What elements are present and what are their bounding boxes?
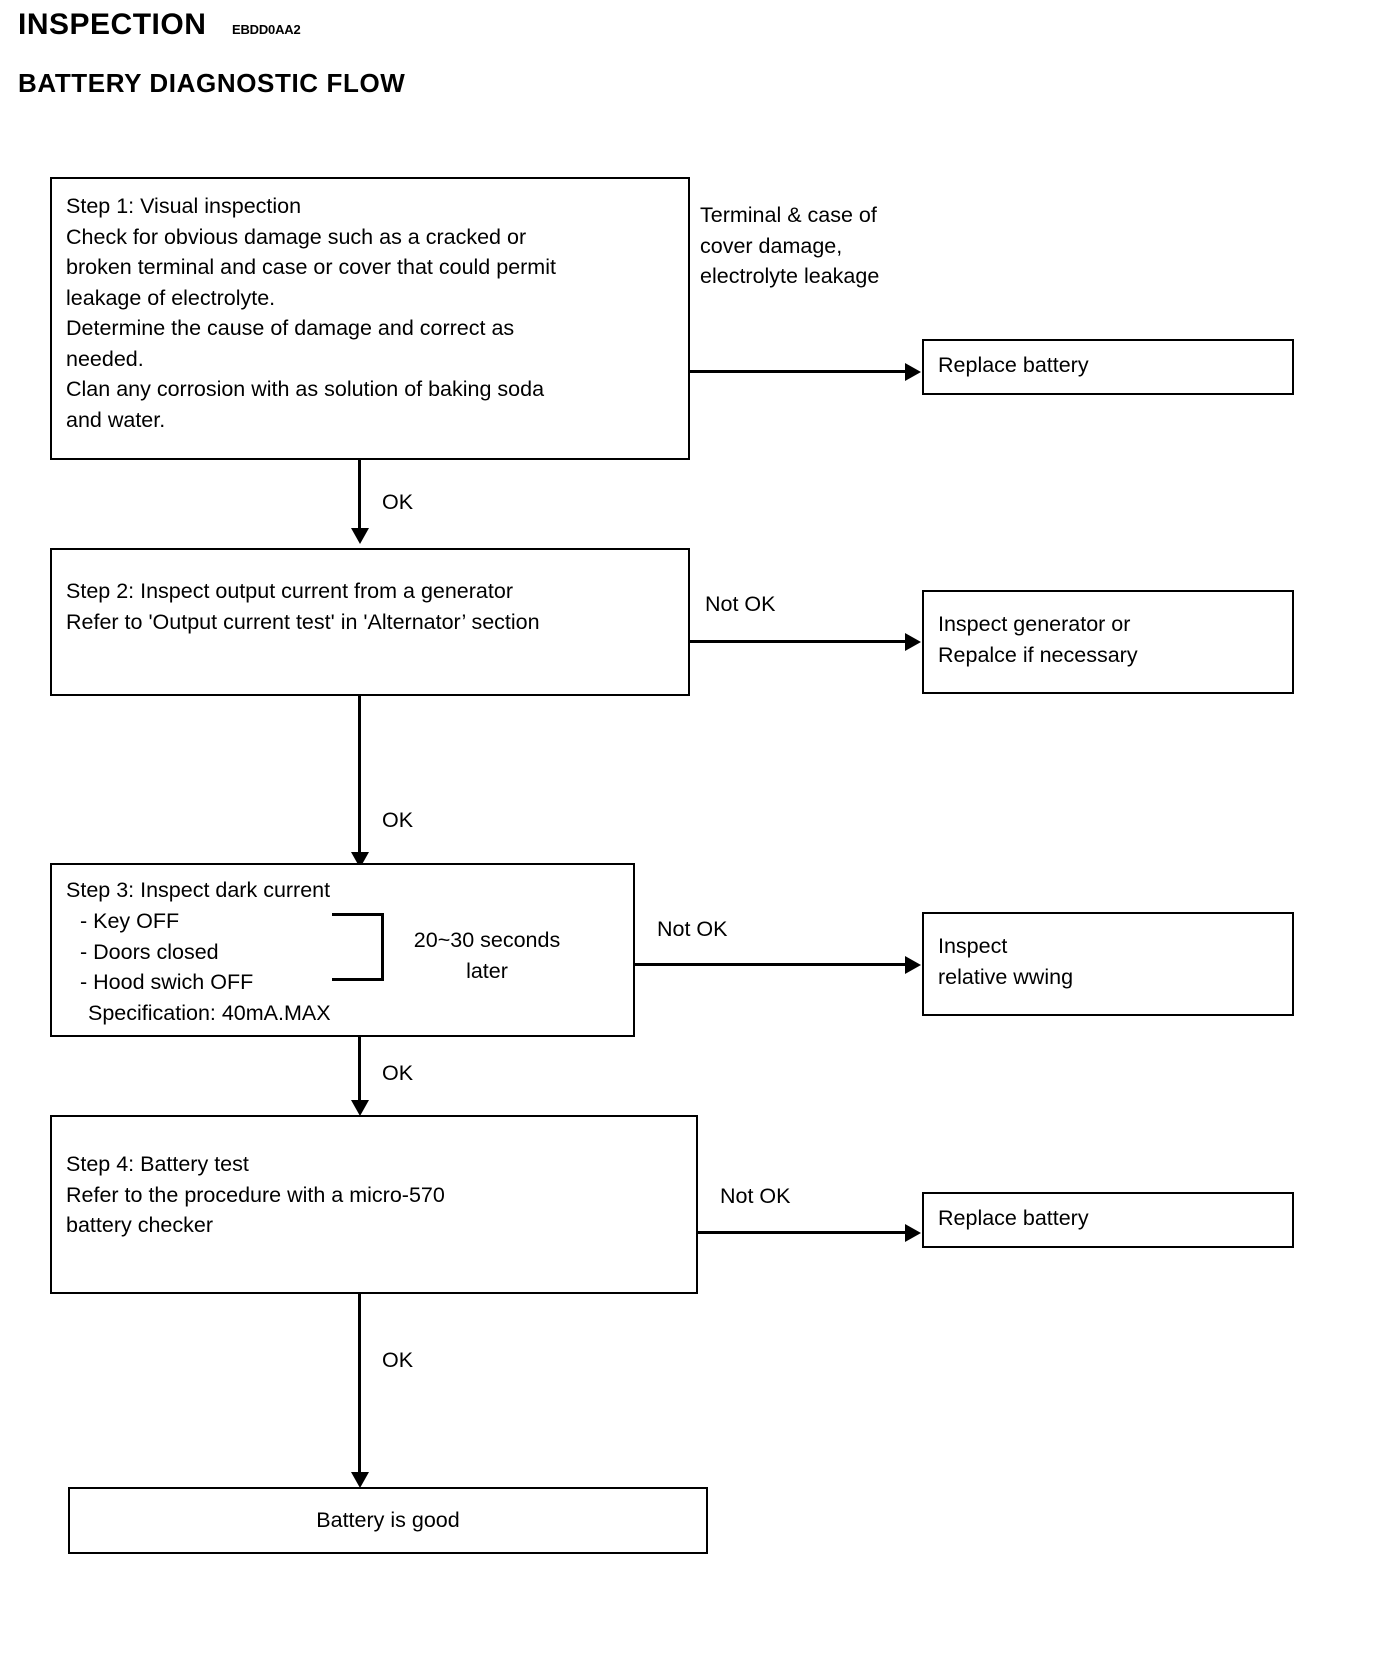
step4-text: Step 4: Battery test Refer to the proced… [66, 1152, 445, 1237]
step4-branch-arrowhead [905, 1224, 921, 1242]
step2-branch-arrowhead [905, 633, 921, 651]
step1-box: Step 1: Visual inspection Check for obvi… [50, 177, 690, 460]
step3-timing-label: 20~30 seconds later [413, 928, 561, 983]
step3-items: - Key OFF - Doors closed - Hood swich OF… [80, 909, 254, 994]
step2-box: Step 2: Inspect output current from a ge… [50, 548, 690, 696]
step1-to-step2-arrowhead [351, 528, 369, 544]
edge-label-ok-4: OK [382, 1348, 414, 1372]
step4-result-box: Replace battery [922, 1192, 1294, 1248]
step1-branch-line [690, 370, 905, 373]
edge-label-not-ok-4: Not OK [720, 1184, 791, 1208]
step3-branch-line [635, 963, 905, 966]
step3-result-box: Inspect relative wwing [922, 912, 1294, 1016]
step4-box: Step 4: Battery test Refer to the proced… [50, 1115, 698, 1294]
page-title: INSPECTION [18, 8, 207, 41]
step3-branch-arrowhead [905, 956, 921, 974]
step3-box: Step 3: Inspect dark current - Key OFF -… [50, 863, 635, 1037]
step3-grouping-bracket [332, 913, 384, 981]
section-subtitle: BATTERY DIAGNOSTIC FLOW [18, 68, 406, 98]
final-result-text: Battery is good [316, 1508, 460, 1533]
step1-text: Step 1: Visual inspection Check for obvi… [66, 194, 556, 432]
step4-result-text: Replace battery [938, 1206, 1089, 1230]
edge-label-ok-3: OK [382, 1061, 414, 1085]
edge-label-not-ok-2: Not OK [705, 592, 776, 616]
step2-result-text: Inspect generator or Repalce if necessar… [938, 612, 1138, 667]
step2-branch-line [690, 640, 905, 643]
step4-to-final-arrowhead [351, 1472, 369, 1488]
final-result-box: Battery is good [68, 1487, 708, 1554]
edge-label-not-ok-3: Not OK [657, 917, 728, 941]
edge-label-ok-1: OK [382, 490, 414, 514]
step2-to-step3-line [358, 696, 361, 859]
step1-branch-arrowhead [905, 363, 921, 381]
step2-result-box: Inspect generator or Repalce if necessar… [922, 590, 1294, 694]
step4-to-final-line [358, 1294, 361, 1480]
step3-result-text: Inspect relative wwing [938, 934, 1074, 989]
step3-spec: Specification: 40mA.MAX [88, 1001, 331, 1025]
step3-title: Step 3: Inspect dark current [66, 878, 331, 902]
document-code: EBDD0AA2 [232, 22, 301, 37]
step1-result-text: Replace battery [938, 353, 1089, 377]
step1-result-box: Replace battery [922, 339, 1294, 395]
edge-label-ok-2: OK [382, 808, 414, 832]
step3-to-step4-line [358, 1037, 361, 1106]
step3-to-step4-arrowhead [351, 1100, 369, 1116]
step2-text: Step 2: Inspect output current from a ge… [66, 579, 540, 634]
step4-branch-line [698, 1231, 905, 1234]
step1-condition-note: Terminal & case of cover damage, electro… [700, 203, 880, 288]
step1-to-step2-line [358, 460, 361, 532]
